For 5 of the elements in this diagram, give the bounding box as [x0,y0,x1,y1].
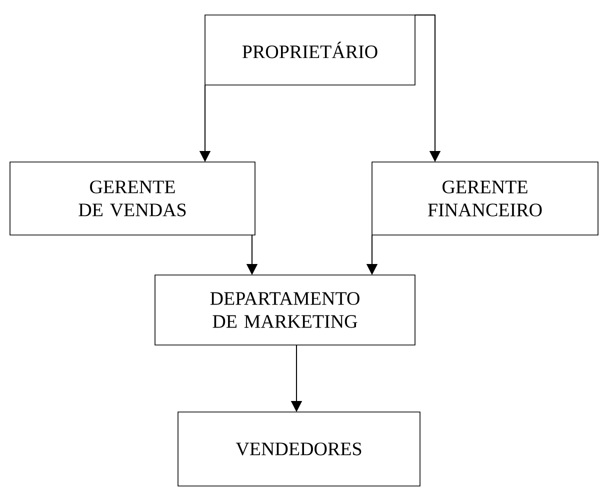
box: VENDEDORES [178,412,420,486]
box: GERENTE DE VENDAS [10,162,256,236]
box: DEPARTAMENTO DE MARKETING [154,274,416,346]
box: PROPRIETÁRIO [204,14,416,86]
box: GERENTE FINANCEIRO [372,162,598,236]
